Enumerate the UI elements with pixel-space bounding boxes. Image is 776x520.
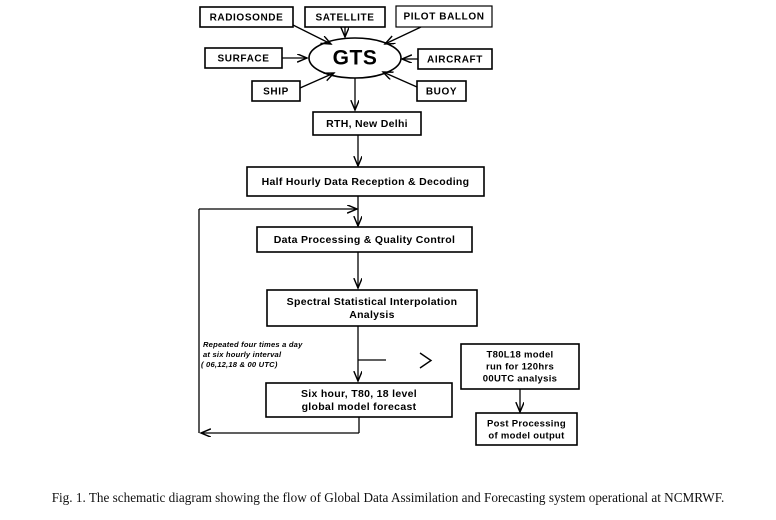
source-label-aircraft: AIRCRAFT	[427, 55, 483, 66]
stage-label-postproc-line2: of model output	[488, 431, 565, 442]
source-box-radiosonde[interactable]: RADIOSONDE	[199, 6, 294, 28]
stage-label-t80l18-line2: run for 120hrs	[486, 362, 554, 373]
stage-label-rth: RTH, New Delhi	[326, 118, 408, 130]
flowchart-figure: RADIOSONDE SATELLITE PILOT BALLON SURFAC…	[198, 5, 580, 446]
arrow-pilot-ballon-to-gts	[385, 26, 422, 44]
stage-label-ssi-line2: Analysis	[349, 309, 395, 321]
stage-box-forecast[interactable]: Six hour, T80, 18 level global model for…	[265, 382, 453, 418]
source-box-aircraft[interactable]: AIRCRAFT	[417, 48, 493, 70]
annotation-line-3: ( 06,12,18 & 00 UTC)	[201, 360, 278, 369]
stage-box-rth[interactable]: RTH, New Delhi	[312, 111, 422, 136]
arrow-buoy-to-gts	[383, 72, 418, 88]
stage-label-t80l18-line3: 00UTC analysis	[483, 374, 557, 385]
gts-hub[interactable]: GTS	[308, 37, 402, 79]
stage-box-quality-control[interactable]: Data Processing & Quality Control	[256, 226, 473, 253]
source-box-pilot-ballon[interactable]: PILOT BALLON	[395, 5, 493, 28]
stage-label-quality-control: Data Processing & Quality Control	[274, 234, 455, 246]
stage-label-forecast-line2: global model forecast	[302, 401, 417, 413]
source-label-satellite: SATELLITE	[315, 13, 374, 24]
source-label-ship: SHIP	[263, 87, 289, 98]
source-label-radiosonde: RADIOSONDE	[210, 13, 284, 24]
annotation-line-1: Repeated four times a day	[203, 340, 303, 349]
branch-arrowhead-to-t80l18	[419, 352, 433, 369]
stage-box-t80l18[interactable]: T80L18 model run for 120hrs 00UTC analys…	[460, 343, 580, 390]
stage-label-forecast-line1: Six hour, T80, 18 level	[301, 388, 417, 400]
annotation-repeat-schedule: Repeated four times a day at six hourly …	[201, 340, 303, 369]
stage-label-t80l18-line1: T80L18 model	[487, 350, 554, 361]
flowchart-svg: RADIOSONDE SATELLITE PILOT BALLON SURFAC…	[198, 5, 580, 446]
source-label-buoy: BUOY	[426, 87, 457, 98]
source-label-surface: SURFACE	[218, 54, 270, 65]
stage-box-reception[interactable]: Half Hourly Data Reception & Decoding	[246, 166, 485, 197]
source-label-pilot-ballon: PILOT BALLON	[403, 12, 484, 23]
stage-box-postproc[interactable]: Post Processing of model output	[475, 412, 578, 446]
figure-caption: Fig. 1. The schematic diagram showing th…	[51, 490, 725, 505]
source-box-surface[interactable]: SURFACE	[204, 47, 283, 69]
source-box-satellite[interactable]: SATELLITE	[304, 6, 386, 28]
arrow-radiosonde-to-gts	[292, 24, 331, 44]
annotation-line-2: at six hourly interval	[203, 350, 282, 359]
arrow-ship-to-gts	[299, 73, 334, 89]
stage-box-ssi[interactable]: Spectral Statistical Interpolation Analy…	[266, 289, 478, 327]
stage-label-postproc-line1: Post Processing	[487, 419, 566, 430]
gts-label: GTS	[333, 47, 378, 70]
source-box-buoy[interactable]: BUOY	[416, 80, 467, 102]
source-box-ship[interactable]: SHIP	[251, 80, 301, 102]
stage-label-ssi-line1: Spectral Statistical Interpolation	[287, 296, 458, 308]
stage-label-reception: Half Hourly Data Reception & Decoding	[262, 176, 470, 188]
